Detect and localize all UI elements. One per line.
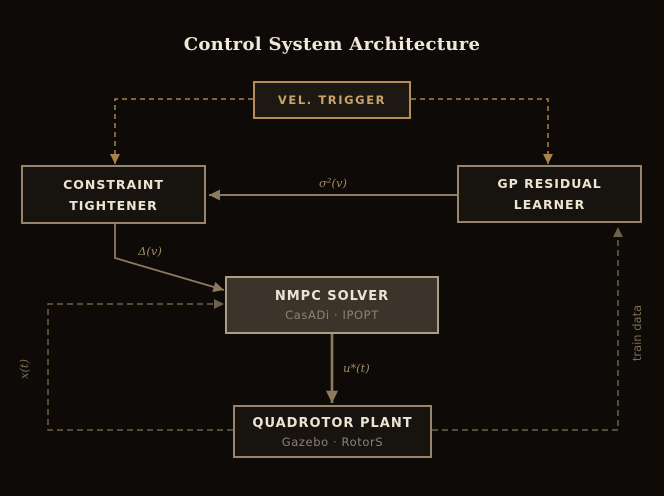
edge-label-x-t: x(t) bbox=[17, 358, 31, 380]
node-gp-residual-learner: GP RESIDUAL LEARNER bbox=[457, 165, 642, 223]
constraint-tightener-to-nmpc-solver-line bbox=[114, 224, 225, 291]
node-gp-residual-learner-label-line2: LEARNER bbox=[513, 197, 586, 212]
quadrotor-plant-to-gp-residual-learner-arrowhead bbox=[613, 227, 623, 237]
node-nmpc-solver-sublabel: CasADi · IPOPT bbox=[285, 308, 379, 322]
quadrotor-plant-to-nmpc-solver-arrowhead bbox=[214, 299, 224, 309]
vel-trigger-to-gp-residual-learner-arrowhead bbox=[543, 154, 553, 164]
edge-label-sigma-variance: σ²(v) bbox=[319, 176, 347, 190]
node-quadrotor-plant-sublabel: Gazebo · RotorS bbox=[281, 434, 384, 449]
edge-label-u-star-t: u*(t) bbox=[343, 361, 370, 375]
node-nmpc-solver: NMPC SOLVER CasADi · IPOPT bbox=[225, 276, 439, 334]
edge-label-delta-v: Δ(v) bbox=[138, 244, 162, 258]
vel-trigger-to-gp-residual-learner-line bbox=[411, 98, 549, 164]
quadrotor-plant-to-nmpc-solver-line bbox=[47, 303, 233, 431]
quadrotor-plant-to-gp-residual-learner-line bbox=[432, 227, 619, 431]
diagram-title: Control System Architecture bbox=[183, 34, 481, 55]
node-nmpc-solver-label: NMPC SOLVER bbox=[274, 289, 390, 304]
node-constraint-tightener-label-line1: CONSTRAINT bbox=[63, 176, 164, 192]
gp-residual-learner-to-constraint-tightener-arrowhead bbox=[209, 189, 220, 201]
node-quadrotor-plant-label: QUADROTOR PLANT bbox=[252, 415, 413, 431]
node-vel-trigger-label: VEL. TRIGGER bbox=[277, 92, 387, 107]
node-constraint-tightener: CONSTRAINT TIGHTENER bbox=[21, 165, 206, 224]
node-quadrotor-plant: QUADROTOR PLANT Gazebo · RotorS bbox=[233, 405, 432, 458]
constraint-tightener-to-nmpc-solver-arrowhead bbox=[212, 281, 224, 293]
vel-trigger-to-constraint-tightener-arrowhead bbox=[110, 154, 120, 164]
node-gp-residual-learner-label-line1: GP RESIDUAL bbox=[497, 176, 602, 191]
vel-trigger-to-constraint-tightener-line bbox=[114, 98, 253, 164]
node-vel-trigger: VEL. TRIGGER bbox=[253, 81, 411, 119]
nmpc-solver-to-quadrotor-plant-arrowhead bbox=[325, 390, 339, 403]
edge-label-train-data: train data bbox=[630, 304, 644, 362]
node-constraint-tightener-label-line2: TIGHTENER bbox=[69, 197, 158, 213]
